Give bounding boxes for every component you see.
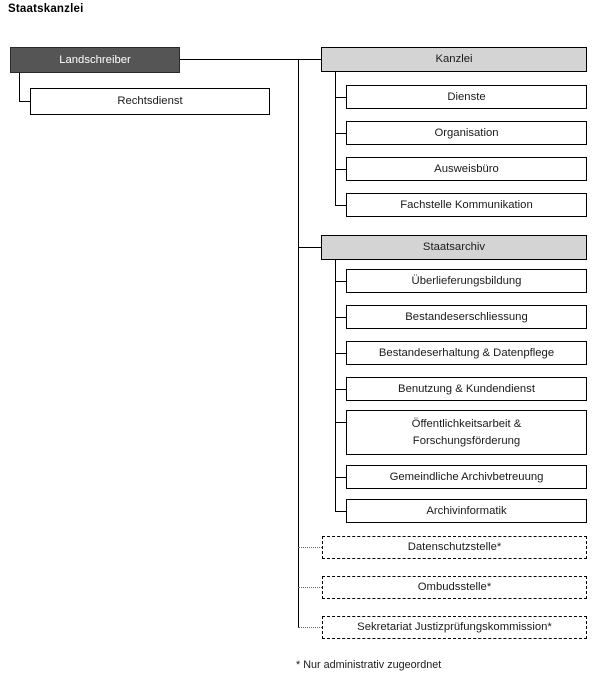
connector-staatsarchiv-child-1: [335, 281, 346, 283]
node-label: Sekretariat Justizprüfungskommission*: [357, 621, 552, 634]
connector-root-to-rechtsdienst-horizontal: [19, 101, 31, 103]
node-label: Bestandeserhaltung & Datenpflege: [378, 346, 555, 359]
node-landschreiber[interactable]: Landschreiber: [10, 47, 180, 73]
node-gemeindliche-archivbetreuung[interactable]: Gemeindliche Archivbetreuung: [346, 465, 587, 489]
node-label: Ausweisbüro: [434, 162, 499, 175]
connector-trunk-to-datenschutzstelle: [298, 547, 322, 548]
connector-staatsarchiv-child-3: [335, 353, 346, 355]
node-archivinformatik[interactable]: Archivinformatik: [346, 499, 587, 523]
connector-kanzlei-child-1: [335, 97, 346, 99]
node-label: Kanzlei: [435, 53, 473, 66]
node-datenschutzstelle[interactable]: Datenschutzstelle*: [322, 536, 587, 559]
node-label: Landschreiber: [59, 53, 131, 66]
node-bestandeserschliessung[interactable]: Bestandeserschliessung: [346, 305, 587, 329]
node-kanzlei[interactable]: Kanzlei: [321, 47, 587, 72]
node-ombudsstelle[interactable]: Ombudsstelle*: [322, 576, 587, 599]
connector-staatsarchiv-subtrunk: [334, 260, 336, 511]
connector-trunk-to-sekretariat-justizpruefungskommission: [298, 627, 322, 628]
node-rechtsdienst[interactable]: Rechtsdienst: [30, 88, 270, 115]
node-ausweisbuero[interactable]: Ausweisbüro: [346, 157, 587, 181]
node-bestandeserhaltung-datenpflege[interactable]: Bestandeserhaltung & Datenpflege: [346, 341, 587, 365]
node-label: Überlieferungsbildung: [411, 274, 522, 287]
node-oeffentlichkeitsarbeit-forschungsfoerderung[interactable]: Öffentlichkeitsarbeit & Forschungsförder…: [346, 410, 587, 455]
node-label-line-1: Öffentlichkeitsarbeit &: [411, 417, 522, 430]
node-label: Dienste: [447, 90, 486, 103]
node-label: Benutzung & Kundendienst: [398, 382, 535, 395]
node-label: Archivinformatik: [426, 504, 507, 517]
footnote-administrative: * Nur administrativ zugeordnet: [296, 659, 442, 671]
node-label: Organisation: [434, 126, 499, 139]
node-label-line-2: Forschungsförderung: [412, 434, 521, 447]
node-label: Fachstelle Kommunikation: [400, 198, 533, 211]
connector-trunk-to-staatsarchiv: [298, 247, 321, 249]
connector-trunk-to-kanzlei: [298, 59, 321, 61]
node-label: Rechtsdienst: [117, 95, 183, 108]
connector-staatsarchiv-child-4: [335, 389, 346, 391]
node-label: Bestandeserschliessung: [405, 310, 528, 323]
connector-root-to-rechtsdienst-vertical: [19, 73, 21, 102]
node-staatsarchiv[interactable]: Staatsarchiv: [321, 235, 587, 260]
connector-kanzlei-child-2: [335, 133, 346, 135]
node-label: Staatsarchiv: [422, 241, 486, 254]
node-benutzung-kundendienst[interactable]: Benutzung & Kundendienst: [346, 377, 587, 401]
node-label: Datenschutzstelle*: [407, 541, 502, 554]
connector-kanzlei-child-4: [335, 205, 346, 207]
connector-root-to-trunk: [180, 59, 299, 61]
node-dienste[interactable]: Dienste: [346, 85, 587, 109]
page-title: Staatskanzlei: [8, 3, 84, 15]
node-fachstelle-kommunikation[interactable]: Fachstelle Kommunikation: [346, 193, 587, 217]
connector-staatsarchiv-child-7: [335, 511, 346, 513]
connector-kanzlei-child-3: [335, 169, 346, 171]
connector-kanzlei-subtrunk: [334, 72, 336, 205]
node-label: Gemeindliche Archivbetreuung: [389, 470, 544, 483]
node-ueberlieferungsbildung[interactable]: Überlieferungsbildung: [346, 269, 587, 293]
connector-staatsarchiv-child-2: [335, 317, 346, 319]
connector-trunk-to-ombudsstelle: [298, 587, 322, 588]
node-label: Ombudsstelle*: [417, 581, 492, 594]
connector-main-trunk: [297, 59, 299, 628]
node-sekretariat-justizpruefungskommission[interactable]: Sekretariat Justizprüfungskommission*: [322, 616, 587, 639]
node-organisation[interactable]: Organisation: [346, 121, 587, 145]
connector-staatsarchiv-child-6: [335, 477, 346, 479]
connector-staatsarchiv-child-5: [335, 422, 346, 424]
